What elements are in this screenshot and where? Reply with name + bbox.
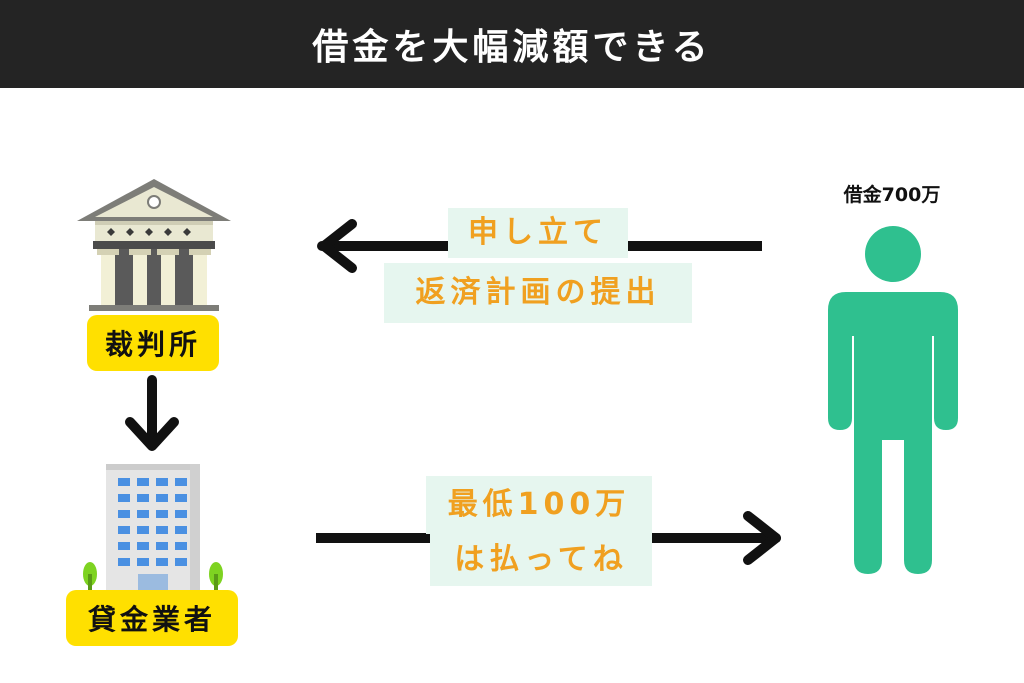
building-window <box>156 542 168 550</box>
lender-label-text: 貸金業者 <box>87 603 216 636</box>
left-arrow-icon <box>317 219 762 273</box>
building-window <box>156 478 168 486</box>
building-window <box>156 494 168 502</box>
debt-amount-label: 借金700万 <box>843 184 941 206</box>
court-label: 裁判所 <box>87 315 219 371</box>
message-repayment-plan: 返済計画の提出 <box>384 263 692 323</box>
building-window <box>137 478 149 486</box>
courthouse-icon <box>77 179 231 311</box>
right-arrow-icon <box>316 511 781 565</box>
down-arrow-icon <box>125 375 179 451</box>
message-please-pay: は払ってね <box>430 534 652 586</box>
building-window <box>118 494 130 502</box>
building-window <box>118 478 130 486</box>
building-window <box>175 494 187 502</box>
building-window <box>175 510 187 518</box>
building-window <box>118 558 130 566</box>
page-title: 借金を大幅減額できる <box>312 27 712 68</box>
message-filing-text: 申し立て <box>468 215 608 250</box>
building-window <box>175 558 187 566</box>
building-window <box>118 510 130 518</box>
building-window <box>137 526 149 534</box>
office-building-icon <box>83 464 223 590</box>
building-window <box>137 510 149 518</box>
building-window <box>156 526 168 534</box>
message-filing: 申し立て <box>448 208 628 258</box>
building-window <box>175 478 187 486</box>
court-label-text: 裁判所 <box>104 328 201 361</box>
building-window <box>156 558 168 566</box>
building-window <box>118 526 130 534</box>
message-minimum-payment: 最低100万 <box>426 476 652 534</box>
message-minimum-payment-text: 最低100万 <box>447 487 631 522</box>
building-window <box>137 558 149 566</box>
building-window <box>175 526 187 534</box>
building-window <box>156 510 168 518</box>
building-window <box>137 494 149 502</box>
building-window <box>137 542 149 550</box>
message-please-pay-text: は払ってね <box>454 542 628 577</box>
lender-label: 貸金業者 <box>66 590 238 646</box>
person-icon <box>828 226 958 574</box>
building-window <box>175 542 187 550</box>
building-window <box>118 542 130 550</box>
header-bar: 借金を大幅減額できる <box>0 0 1024 88</box>
message-repayment-plan-text: 返済計画の提出 <box>415 275 661 310</box>
